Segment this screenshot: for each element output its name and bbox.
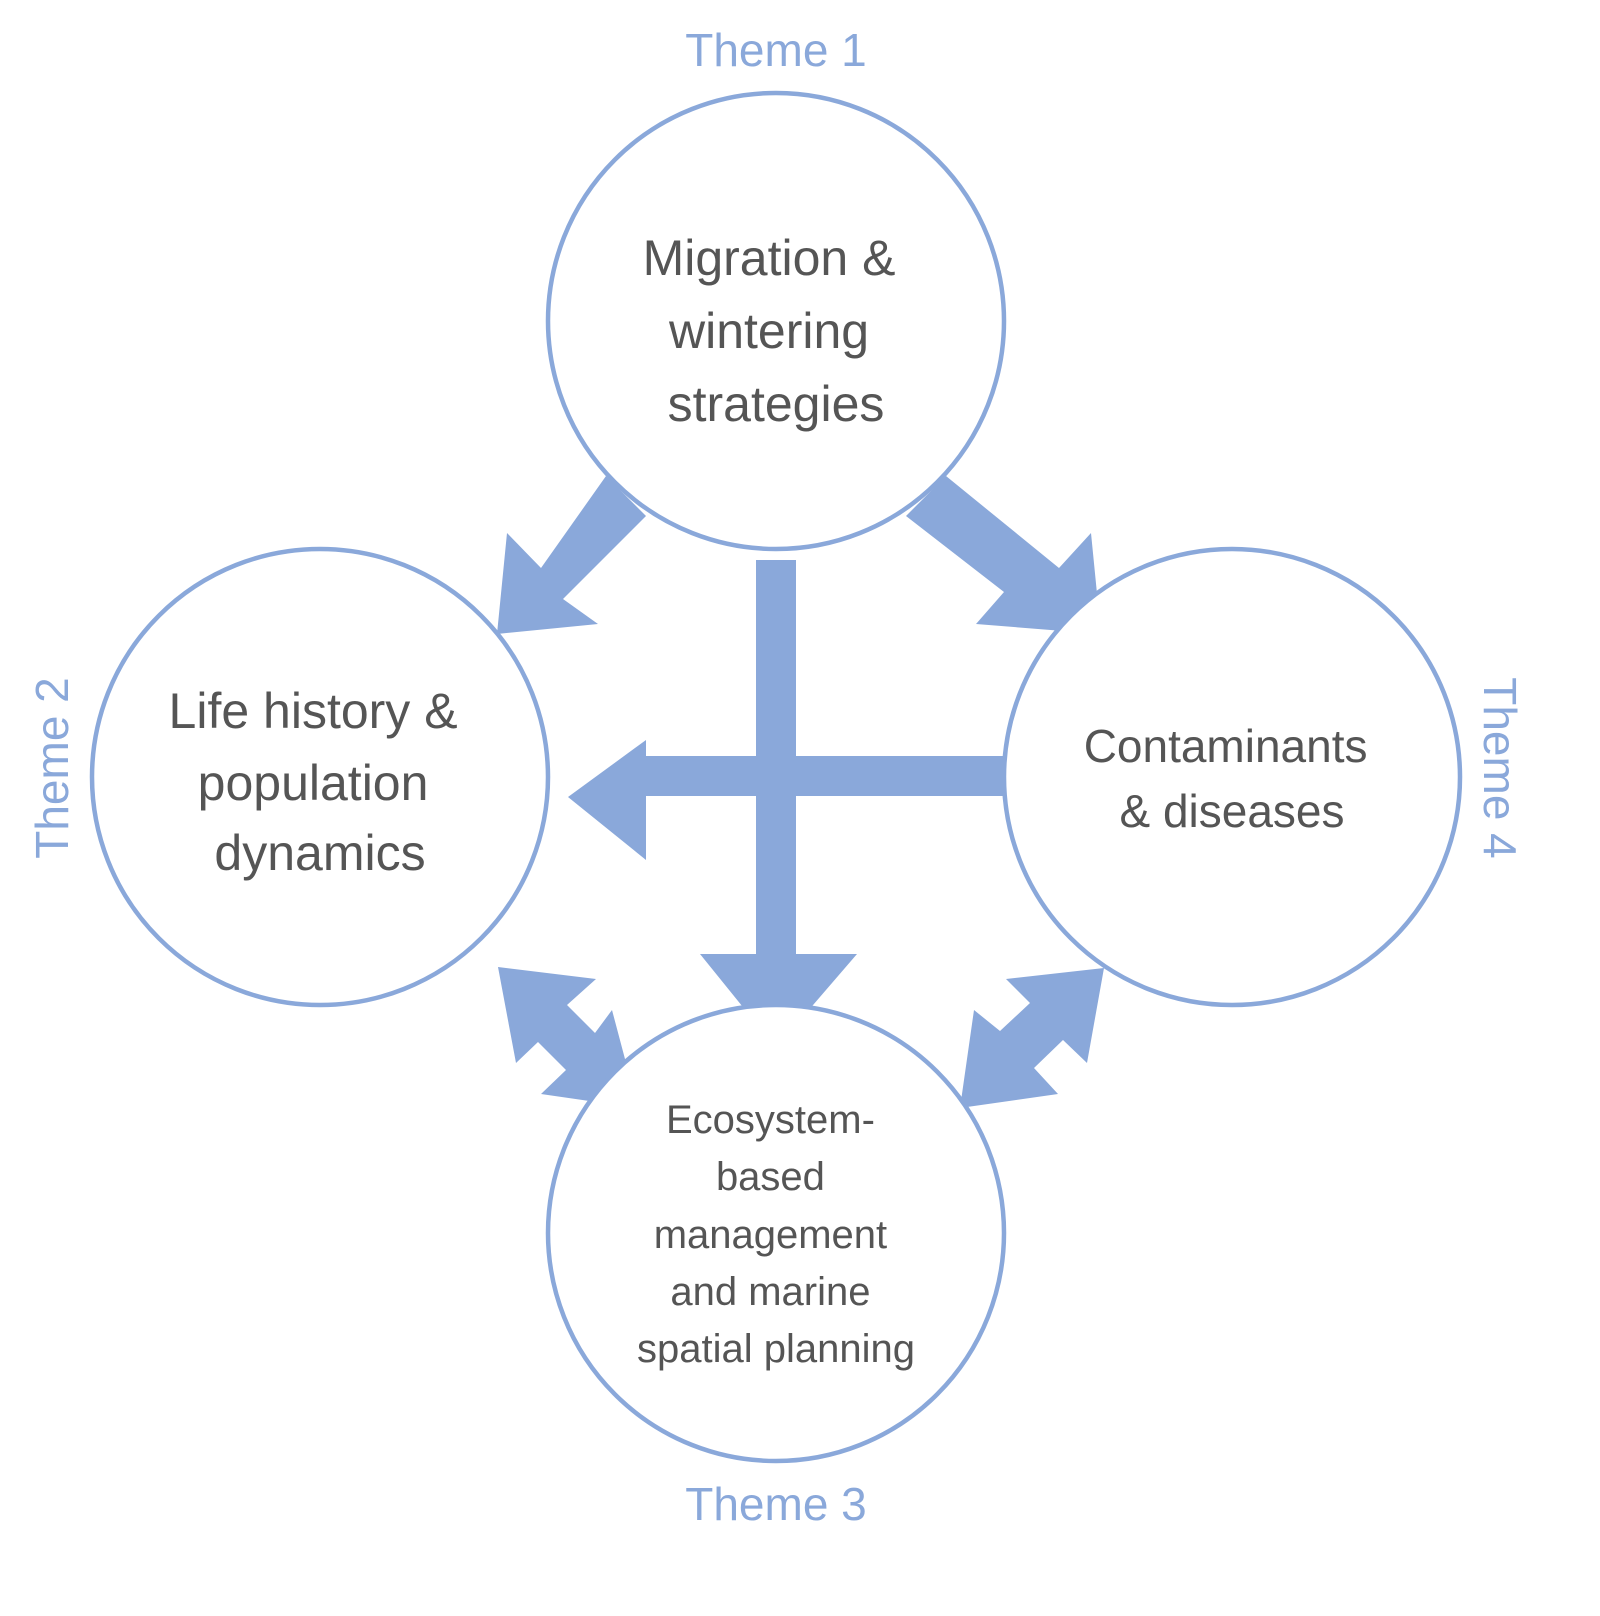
theme3-label: Theme 3 bbox=[685, 1478, 867, 1530]
node-theme4-title: Contaminants & diseases bbox=[1084, 720, 1381, 837]
node-theme1-circle bbox=[545, 90, 1007, 552]
nodes-layer: Migration & wintering strategies Life hi… bbox=[89, 90, 1463, 1464]
node-theme2-circle bbox=[89, 546, 551, 1008]
node-theme2-title: Life history & population dynamics bbox=[169, 683, 472, 881]
arrow-theme4-theme3-bidirectional bbox=[960, 968, 1104, 1108]
node-theme3-title: Ecosystem- based management and marine s… bbox=[637, 1098, 915, 1371]
node-theme1-title: Migration & wintering strategies bbox=[643, 230, 910, 432]
arrow-theme1-to-theme2 bbox=[497, 476, 646, 634]
arrows-layer bbox=[497, 476, 1104, 1108]
theme1-label: Theme 1 bbox=[685, 24, 867, 76]
theme4-label: Theme 4 bbox=[1474, 677, 1526, 859]
node-theme4: Contaminants & diseases bbox=[1001, 546, 1463, 1008]
node-theme2: Life history & population dynamics bbox=[89, 546, 551, 1008]
arrow-theme2-theme3-bidirectional bbox=[498, 967, 638, 1108]
arrow-theme1-to-theme3 bbox=[700, 560, 857, 1048]
arrow-theme1-to-theme4 bbox=[906, 476, 1101, 634]
node-theme1: Migration & wintering strategies bbox=[545, 90, 1007, 552]
node-theme4-circle bbox=[1001, 546, 1463, 1008]
node-theme3: Ecosystem- based management and marine s… bbox=[545, 1002, 1007, 1464]
arrow-theme4-to-theme2 bbox=[568, 740, 1038, 860]
theme-labels-layer: Theme 1 Theme 3 Theme 2 Theme 4 bbox=[26, 24, 1526, 1530]
theme2-label: Theme 2 bbox=[26, 677, 78, 859]
node-theme3-circle bbox=[545, 1002, 1007, 1464]
